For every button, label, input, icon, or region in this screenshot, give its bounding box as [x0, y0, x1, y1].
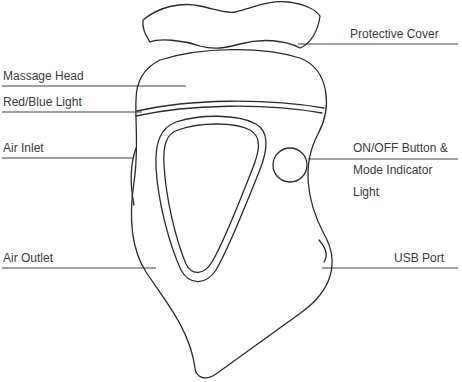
part-label: Air Outlet: [2, 251, 54, 265]
light-band: [136, 106, 322, 116]
part-label: ON/OFF Button & Mode Indicator Light: [352, 137, 459, 203]
device-body: [131, 50, 332, 378]
part-label: USB Port: [393, 251, 445, 265]
leader-lines: [2, 44, 458, 268]
part-label: Red/Blue Light: [2, 95, 83, 109]
power-button: [273, 148, 307, 182]
center-window: [164, 124, 259, 272]
part-label: Massage Head: [2, 69, 85, 83]
protective-cover: [143, 2, 320, 48]
usb-port: [319, 240, 326, 262]
center-window-rim: [156, 116, 266, 281]
part-label: Air Inlet: [2, 141, 45, 155]
air-inlet: [131, 148, 136, 205]
part-label: Protective Cover: [349, 27, 440, 41]
